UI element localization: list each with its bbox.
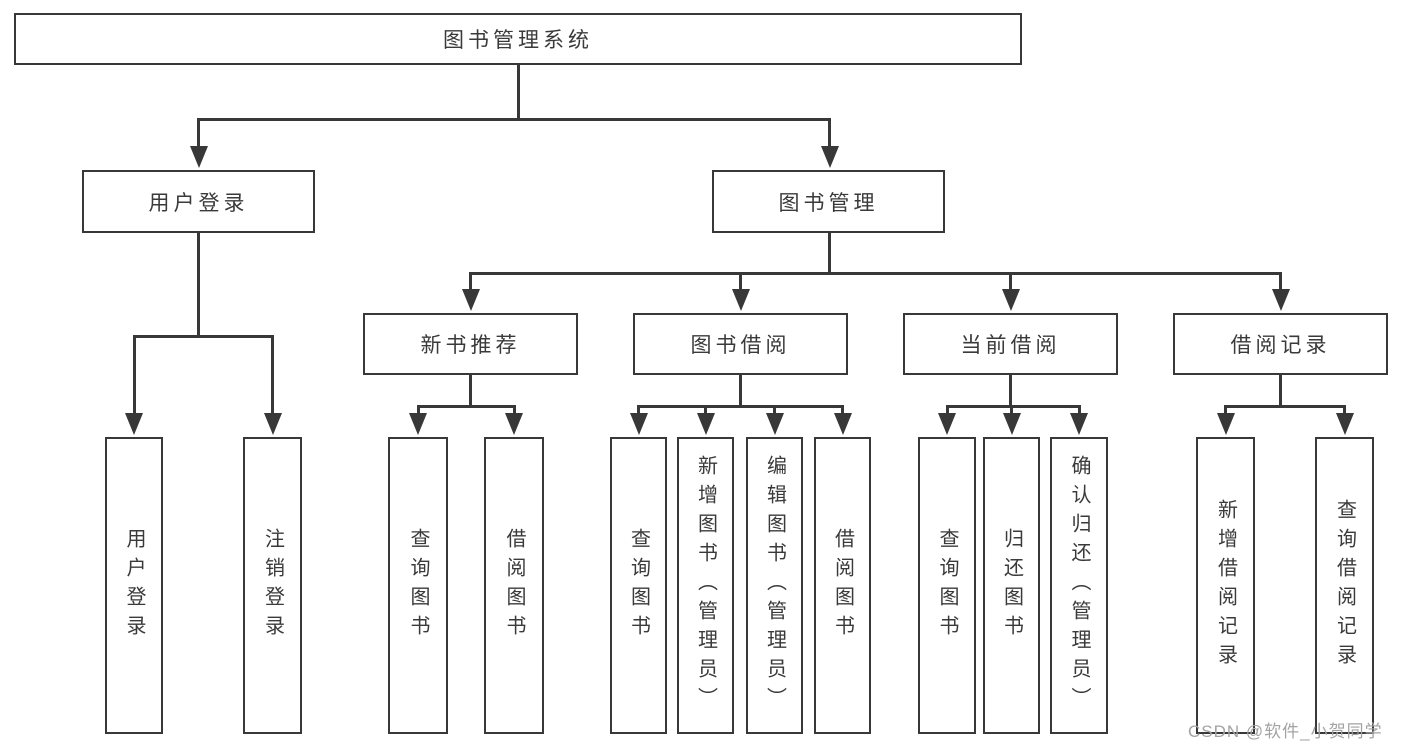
arrowhead-down-icon [462,289,480,311]
connector-line [1009,272,1012,289]
leaf-query-books-borrow-label: 查询图书 [627,527,650,644]
connector-line [1224,405,1346,408]
connector-line [469,375,472,405]
connector-line [271,335,274,413]
leaf-borrow-books: 借阅图书 [814,437,871,734]
connector-line [417,405,516,408]
leaf-query-books-recommend-label: 查询图书 [407,527,429,644]
connector-line [773,405,776,415]
connector-line [1343,405,1346,415]
leaf-confirm-return-admin-label: 确认归还（管理员） [1068,455,1090,716]
arrowhead-down-icon [190,146,208,168]
connector-line [828,118,831,146]
leaf-query-books-borrow: 查询图书 [610,437,667,734]
connector-line [739,272,742,289]
arrowhead-down-icon [766,413,784,435]
node-current-borrow: 当前借阅 [903,313,1118,375]
connector-line [513,405,516,415]
leaf-query-books-current-label: 查询图书 [936,527,958,644]
connector-line [704,405,707,415]
connector-line [469,272,472,289]
arrowhead-down-icon [264,413,282,435]
connector-line [133,335,136,413]
leaf-add-borrow-record: 新增借阅记录 [1196,437,1255,734]
leaf-return-books-label: 归还图书 [1000,527,1023,644]
connector-line [133,335,274,338]
node-user-login: 用户登录 [82,170,315,233]
arrowhead-down-icon [505,413,523,435]
leaf-logout-label: 注销登录 [261,527,284,644]
node-book-management-label: 图书管理 [778,191,879,215]
connector-line [517,65,520,118]
arrowhead-down-icon [1002,289,1020,311]
leaf-return-books: 归还图书 [983,437,1040,734]
watermark: CSDN @软件_小贺同学 [1188,722,1383,741]
connector-line [1279,375,1282,405]
arrowhead-down-icon [732,289,750,311]
connector-line [1009,375,1012,405]
connector-line [1224,405,1227,415]
leaf-add-book-admin: 新增图书（管理员） [677,437,734,734]
arrowhead-down-icon [697,413,715,435]
connector-line [739,375,742,405]
arrowhead-down-icon [125,413,143,435]
leaf-query-books-current: 查询图书 [918,437,976,734]
arrowhead-down-icon [1070,413,1088,435]
connector-line [197,118,200,146]
leaf-borrow-books-recommend-label: 借阅图书 [503,527,525,644]
leaf-edit-book-admin-label: 编辑图书（管理员） [763,455,786,716]
leaf-query-borrow-record-label: 查询借阅记录 [1333,498,1356,673]
connector-line [637,405,640,415]
arrowhead-down-icon [1272,289,1290,311]
arrowhead-down-icon [938,413,956,435]
node-book-management: 图书管理 [712,170,945,233]
leaf-user-login-label: 用户登录 [123,527,145,644]
node-current-borrow-label: 当前借阅 [960,334,1061,357]
leaf-borrow-books-recommend: 借阅图书 [484,437,544,734]
node-borrow-records-label: 借阅记录 [1230,334,1331,357]
leaf-query-borrow-record: 查询借阅记录 [1315,437,1374,734]
arrowhead-down-icon [821,146,839,168]
connector-line [197,233,200,335]
arrowhead-down-icon [834,413,852,435]
connector-line [1078,405,1081,415]
connector-line [841,405,844,415]
leaf-confirm-return-admin: 确认归还（管理员） [1050,437,1108,734]
arrowhead-down-icon [1003,413,1021,435]
arrowhead-down-icon [409,413,427,435]
leaf-user-login: 用户登录 [105,437,163,734]
node-new-book-recommend: 新书推荐 [363,313,578,375]
arrowhead-down-icon [1217,413,1235,435]
leaf-borrow-books-label: 借阅图书 [831,527,854,644]
node-book-borrow-label: 图书借阅 [690,334,791,357]
connector-line [637,405,844,408]
node-new-book-recommend-label: 新书推荐 [420,334,521,357]
connector-line [946,405,949,415]
connector-line [1010,405,1013,415]
arrowhead-down-icon [1336,413,1354,435]
connector-line [197,118,831,121]
node-user-login-label: 用户登录 [148,191,249,215]
connector-line [417,405,420,415]
node-borrow-records: 借阅记录 [1173,313,1388,375]
leaf-add-borrow-record-label: 新增借阅记录 [1214,498,1237,673]
leaf-query-books-recommend: 查询图书 [388,437,448,734]
connector-line [1279,272,1282,289]
connector-line [469,272,1282,275]
arrowhead-down-icon [630,413,648,435]
leaf-edit-book-admin: 编辑图书（管理员） [746,437,803,734]
connector-line [828,233,831,272]
node-book-borrow: 图书借阅 [633,313,848,375]
connector-line [946,405,1081,408]
leaf-logout: 注销登录 [243,437,302,734]
leaf-add-book-admin-label: 新增图书（管理员） [694,455,717,716]
node-root-label: 图书管理系统 [443,29,593,52]
node-root: 图书管理系统 [14,13,1022,65]
